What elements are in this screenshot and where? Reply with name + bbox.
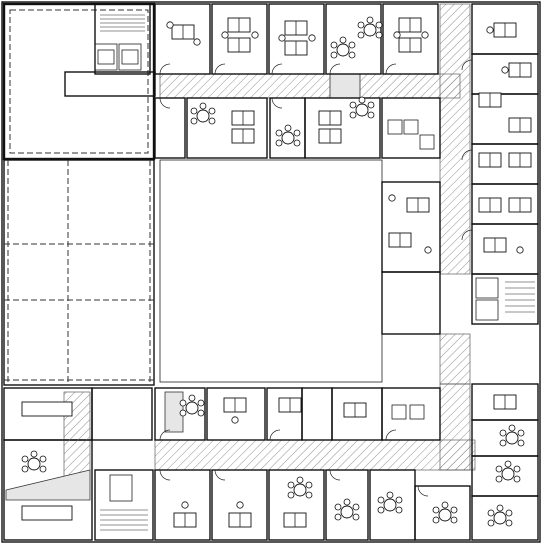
corridor-bottom <box>154 383 476 471</box>
offices-top-row <box>154 3 439 75</box>
stair-core-bottom <box>94 469 154 541</box>
stair-core-right <box>471 273 539 325</box>
offices-courtyard-right <box>381 181 471 385</box>
corridor-top <box>159 3 471 275</box>
offices-bottom-right <box>471 383 539 541</box>
meeting-rooms-bottom-left <box>3 387 153 541</box>
offices-bottom-row <box>154 469 471 541</box>
central-courtyard <box>159 159 383 383</box>
atrium-upper <box>2 2 156 161</box>
door-swings <box>159 59 473 497</box>
offices-bottom-upper-row <box>154 387 441 441</box>
open-grid-area <box>3 159 155 386</box>
offices-second-row <box>154 96 441 159</box>
offices-right-wing <box>471 3 539 275</box>
stair-core-top <box>64 3 156 97</box>
